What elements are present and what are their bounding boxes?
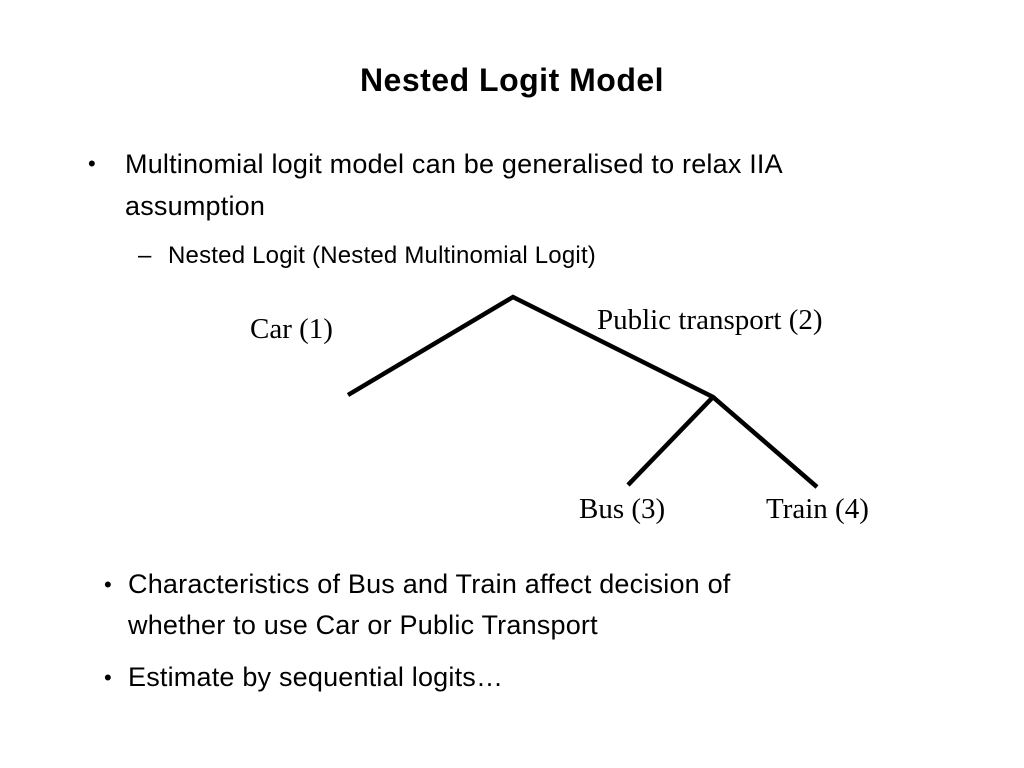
bullet-multinomial-line2: assumption: [125, 191, 266, 221]
sub-bullet-text: Nested Logit (Nested Multinomial Logit): [168, 242, 596, 269]
bullet-dot: •: [104, 665, 112, 690]
bullet-characteristics-line2: whether to use Car or Public Transport: [128, 610, 598, 640]
bullet-characteristics-text: Characteristics of Bus and Train affect …: [128, 564, 944, 646]
bullet-estimate-text: Estimate by sequential logits…: [128, 662, 504, 692]
slide-title: Nested Logit Model: [359, 62, 665, 98]
tree-edges: [346, 294, 819, 489]
sub-bullet-nested-logit: – Nested Logit (Nested Multinomial Logit…: [138, 240, 838, 272]
bullet-characteristics-line1: Characteristics of Bus and Train affect …: [128, 569, 731, 599]
bullet-multinomial: • Multinomial logit model can be general…: [88, 143, 948, 227]
tree-node-car: Car (1): [250, 313, 333, 345]
dash-marker: –: [138, 242, 152, 269]
tree-node-public-transport: Public transport (2): [597, 304, 823, 336]
tree-node-bus: Bus (3): [579, 493, 666, 525]
bullet-estimate: • Estimate by sequential logits…: [104, 657, 944, 698]
bullet-characteristics: • Characteristics of Bus and Train affec…: [104, 564, 944, 646]
bullet-dot: •: [104, 572, 112, 597]
bullet-dot: •: [88, 151, 96, 176]
bullet-multinomial-line1: Multinomial logit model can be generalis…: [125, 149, 783, 179]
tree-node-train: Train (4): [766, 493, 869, 525]
bullet-multinomial-text: Multinomial logit model can be generalis…: [125, 143, 948, 227]
